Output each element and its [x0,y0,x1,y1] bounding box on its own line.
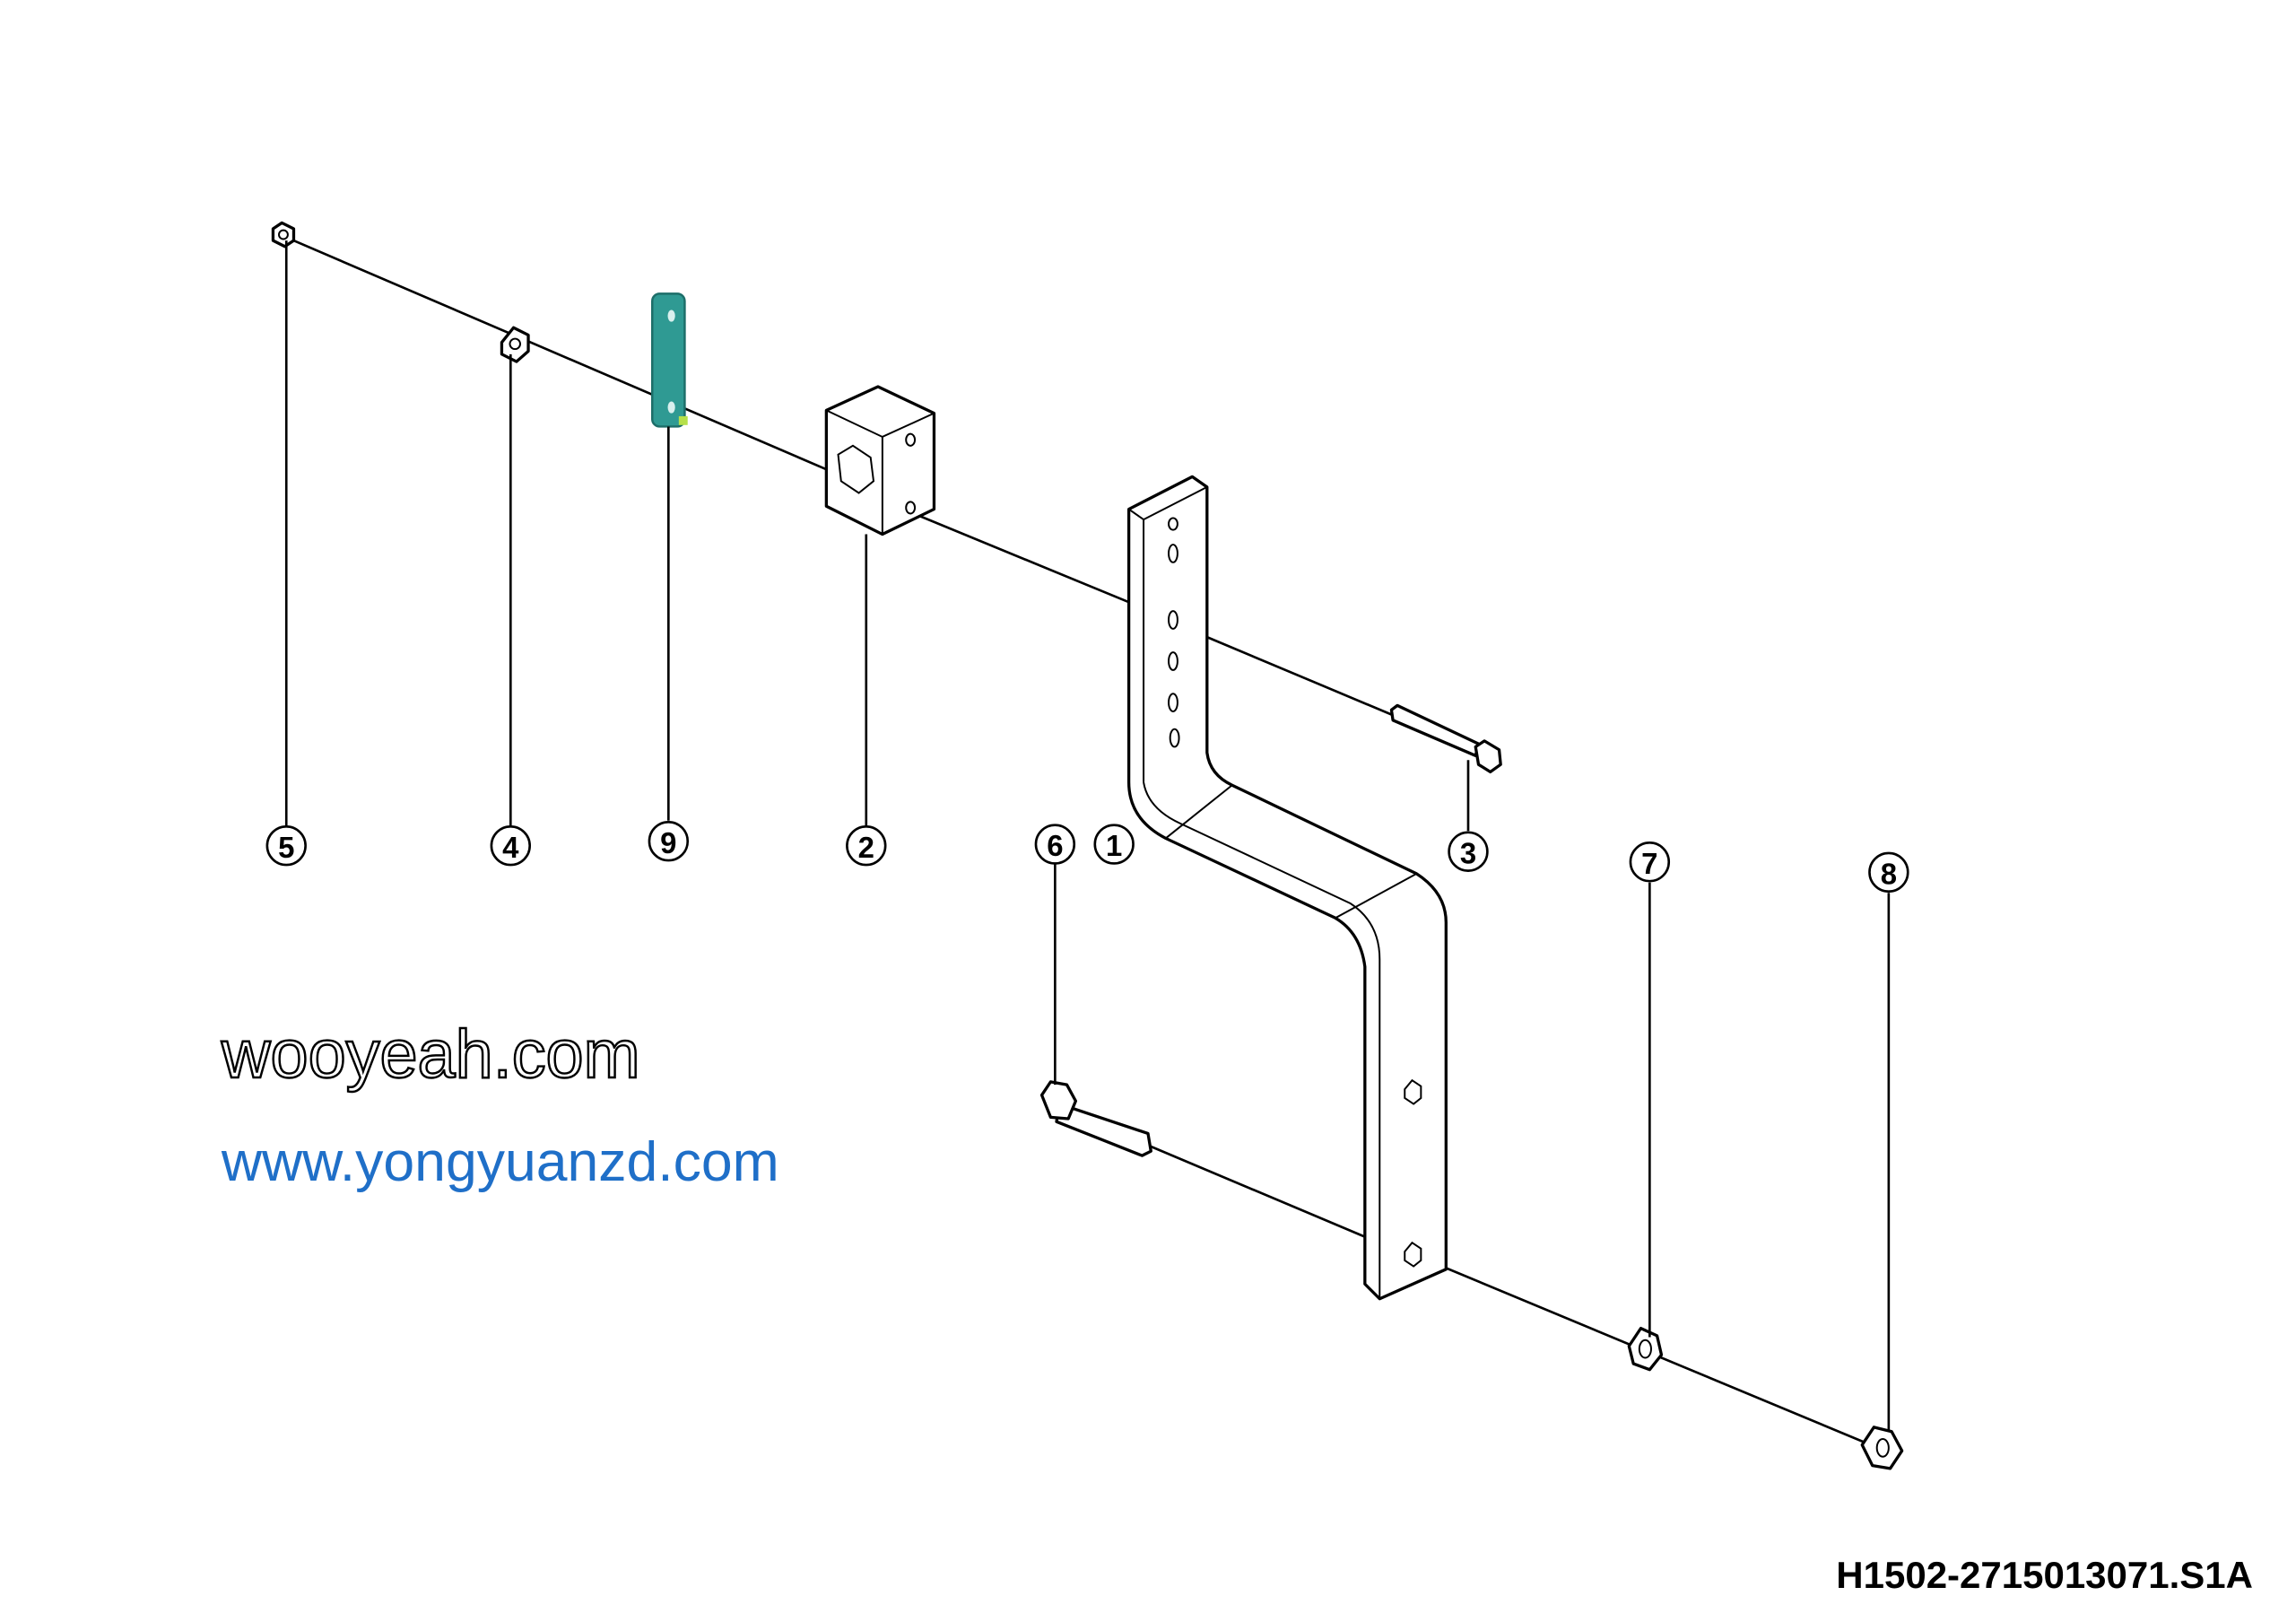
callout-9[interactable]: 9 [648,821,690,862]
svg-text:3: 3 [1460,836,1476,869]
svg-text:4: 4 [502,831,519,864]
drawing-code: H1502-2715013071.S1A [1836,1554,2253,1596]
callout-leaders [284,240,1891,1432]
svg-text:7: 7 [1641,847,1657,880]
part-5-nut[interactable] [271,221,296,249]
svg-text:1: 1 [1106,829,1122,862]
callout-3[interactable]: 3 [1448,831,1489,872]
part-2-block[interactable] [824,385,936,536]
svg-text:8: 8 [1881,857,1897,890]
svg-text:2: 2 [858,831,874,864]
part-4-washer[interactable] [500,326,530,363]
callout-7[interactable]: 7 [1629,842,1671,883]
callout-1[interactable]: 1 [1093,824,1135,865]
part-1-bracket[interactable] [1126,475,1448,1301]
callout-5[interactable]: 5 [265,824,307,867]
svg-text:6: 6 [1047,829,1063,862]
part-6-bolt[interactable] [1039,1080,1152,1157]
watermark-outline: wooyeah.com [221,1016,640,1093]
bracket-holes [1168,517,1422,1268]
callout-4[interactable]: 4 [490,824,532,867]
part-8-nut[interactable] [1860,1426,1904,1470]
part-7-nut[interactable] [1627,1326,1664,1372]
callout-6[interactable]: 6 [1034,824,1076,865]
callout-8[interactable]: 8 [1868,851,1909,893]
part-3-bolt[interactable] [1389,703,1502,774]
callout-2[interactable]: 2 [846,824,887,867]
part-9-plate[interactable] [651,292,688,428]
watermark-blue: www.yongyuanzd.com [221,1130,779,1193]
svg-text:9: 9 [660,826,676,859]
svg-text:5: 5 [278,831,294,864]
